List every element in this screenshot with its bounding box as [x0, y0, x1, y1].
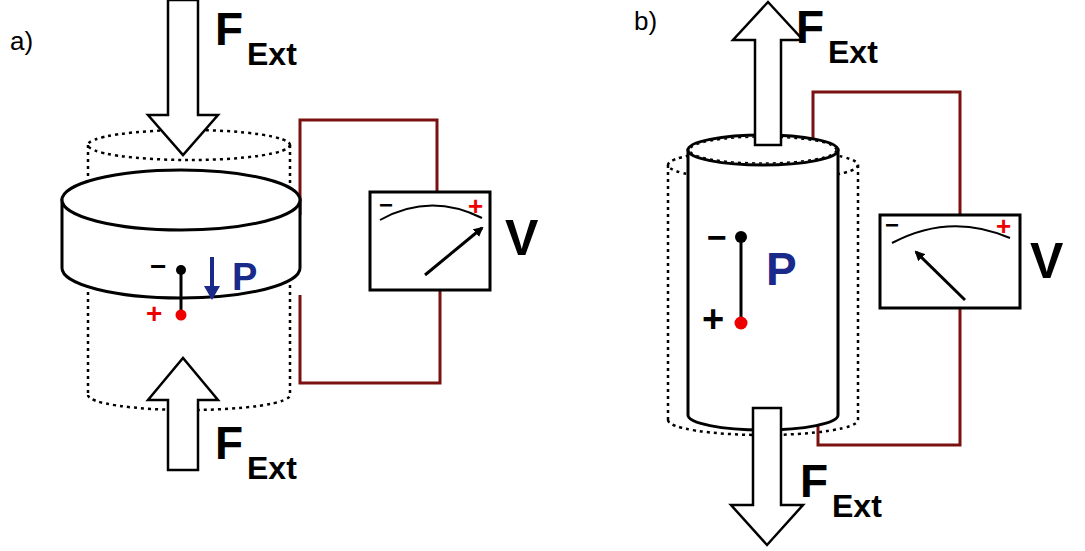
dipole: [180, 270, 183, 315]
meter-scale: [892, 226, 1010, 243]
dipole-end: [176, 265, 186, 275]
meter-sign: −: [885, 213, 899, 237]
dipole-end: [176, 310, 187, 321]
force-symbol: F: [796, 4, 824, 50]
wire: [300, 290, 440, 383]
original-shape-outline: [668, 150, 858, 435]
force-arrow: [148, 0, 218, 155]
meter-needle: [916, 252, 965, 300]
meter-needle: [425, 228, 482, 275]
force-arrow: [148, 358, 218, 470]
force-subscript: Ext: [828, 36, 878, 68]
meter-sign: +: [468, 193, 483, 219]
meter-sign: +: [996, 213, 1011, 239]
piezo-cylinder: [688, 135, 838, 430]
polarization-label: P: [766, 246, 797, 292]
meter-scale: [380, 205, 482, 220]
force-symbol: F: [215, 6, 243, 52]
polarization-arrow: [210, 257, 214, 298]
force-arrow: [733, 2, 803, 145]
panel-label: a): [10, 28, 33, 54]
force-subscript: Ext: [247, 452, 297, 484]
force-arrow: [731, 408, 803, 545]
force-symbol: F: [215, 420, 243, 466]
force-subscript: Ext: [832, 490, 882, 522]
charge-sign: −: [707, 220, 727, 254]
voltmeter: [370, 192, 490, 290]
force-symbol: F: [800, 458, 828, 504]
voltage-label: V: [1030, 236, 1063, 286]
charge-sign: −: [150, 253, 166, 281]
dipole-end: [735, 231, 747, 243]
panel-label: b): [634, 8, 657, 34]
force-subscript: Ext: [247, 38, 297, 70]
dipole-end: [735, 317, 748, 330]
voltage-label: V: [505, 213, 538, 263]
charge-sign: +: [146, 300, 162, 328]
dipole: [740, 237, 743, 323]
meter-sign: −: [379, 193, 393, 217]
polarization-label: P: [232, 258, 257, 296]
charge-sign: +: [702, 300, 724, 338]
